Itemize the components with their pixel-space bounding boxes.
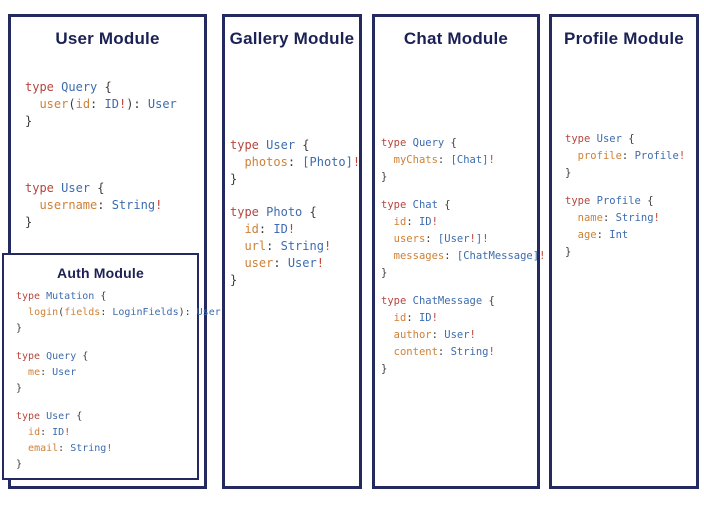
schema-type-definition: type ChatMessage { id: ID! author: User!…	[381, 293, 537, 378]
code-line: type Query {	[381, 137, 457, 149]
code-line: messages: [ChatMessage]!	[393, 250, 546, 262]
code-line: type User {	[25, 181, 105, 195]
panel-profile-module: Profile Module type User { profile: Prof…	[549, 14, 699, 489]
schema-type-definition: type User { profile: Profile!}	[565, 131, 696, 182]
schema-type-definition: type User { username: String!}	[25, 180, 204, 231]
code-line: user(id: ID!): User	[39, 97, 177, 111]
code-line: }	[230, 273, 238, 287]
schema-type-definition: type Mutation { login(fields: LoginField…	[16, 289, 221, 337]
code-line: type User {	[16, 411, 83, 422]
schema-type-definition: type Query { myChats: [Chat]!}	[381, 135, 537, 186]
code-line: }	[25, 215, 33, 229]
schema-type-definition: type User { photos: [Photo]!}	[230, 137, 361, 188]
panel-title-user-module: User Module	[55, 29, 160, 48]
code-line: }	[16, 459, 23, 470]
schema-type-definition: type Profile { name: String! age: Int}	[565, 193, 696, 261]
code-line: type Profile {	[565, 195, 654, 207]
user-module-schema-code: type Query { user(id: ID!): User}type Us…	[11, 79, 204, 231]
gallery-module-schema-code: type User { photos: [Photo]!}type Photo …	[225, 137, 361, 289]
code-line: }	[230, 172, 238, 186]
code-line: type Query {	[25, 80, 112, 94]
schema-type-definition: type Query { user(id: ID!): User}	[25, 79, 204, 130]
code-line: myChats: [Chat]!	[393, 154, 495, 166]
code-line: }	[16, 323, 23, 334]
code-line: type Mutation {	[16, 291, 107, 302]
schema-type-definition: type Chat { id: ID! users: [User!]! mess…	[381, 197, 546, 282]
panel-title-chat-module: Chat Module	[403, 29, 509, 48]
code-line: type Photo {	[230, 205, 317, 219]
code-line: author: User!	[393, 329, 476, 341]
code-line: id: ID!	[393, 312, 438, 324]
code-line: type ChatMessage {	[381, 295, 495, 307]
chat-module-schema-code: type Query { myChats: [Chat]!}type Chat …	[375, 135, 546, 378]
code-line: }	[381, 267, 388, 279]
panel-auth-module: Auth Module type Mutation { login(fields…	[2, 253, 221, 480]
code-line: type User {	[230, 138, 310, 152]
code-line: }	[565, 167, 572, 179]
panel-title-profile-module: Profile Module	[564, 29, 684, 48]
code-line: username: String!	[39, 198, 163, 212]
code-line: profile: Profile!	[577, 150, 686, 162]
schema-type-definition: type Photo { id: ID! url: String! user: …	[230, 204, 359, 289]
code-line: }	[16, 383, 23, 394]
code-line: id: ID!	[393, 216, 438, 228]
code-line: user: User!	[244, 256, 324, 270]
code-line: }	[381, 171, 388, 183]
code-line: age: Int	[577, 229, 629, 241]
panel-gallery-module: Gallery Module type User { photos: [Phot…	[222, 14, 362, 489]
code-line: email: String!	[28, 443, 113, 454]
code-line: users: [User!]!	[393, 233, 489, 245]
code-line: login(fields: LoginFields): User	[28, 307, 221, 318]
code-line: type User {	[565, 133, 635, 145]
code-line: photos: [Photo]!	[244, 155, 361, 169]
auth-module-schema-code: type Mutation { login(fields: LoginField…	[4, 289, 221, 473]
code-line: name: String!	[577, 212, 660, 224]
profile-module-schema-code: type User { profile: Profile!}type Profi…	[552, 131, 696, 261]
schema-type-definition: type User { id: ID! email: String!}	[16, 409, 197, 473]
code-line: id: ID!	[28, 427, 71, 438]
code-line: id: ID!	[244, 222, 296, 236]
code-line: content: String!	[393, 346, 495, 358]
code-line: }	[381, 363, 388, 375]
schema-type-definition: type Query { me: User}	[16, 349, 197, 397]
code-line: type Query {	[16, 351, 89, 362]
code-line: me: User	[28, 367, 77, 378]
panel-title-gallery-module: Gallery Module	[229, 29, 355, 48]
code-line: }	[565, 246, 572, 258]
panel-title-auth-module: Auth Module	[57, 265, 144, 281]
code-line: }	[25, 114, 33, 128]
code-line: url: String!	[244, 239, 332, 253]
panel-chat-module: Chat Module type Query { myChats: [Chat]…	[372, 14, 546, 489]
code-line: type Chat {	[381, 199, 451, 211]
